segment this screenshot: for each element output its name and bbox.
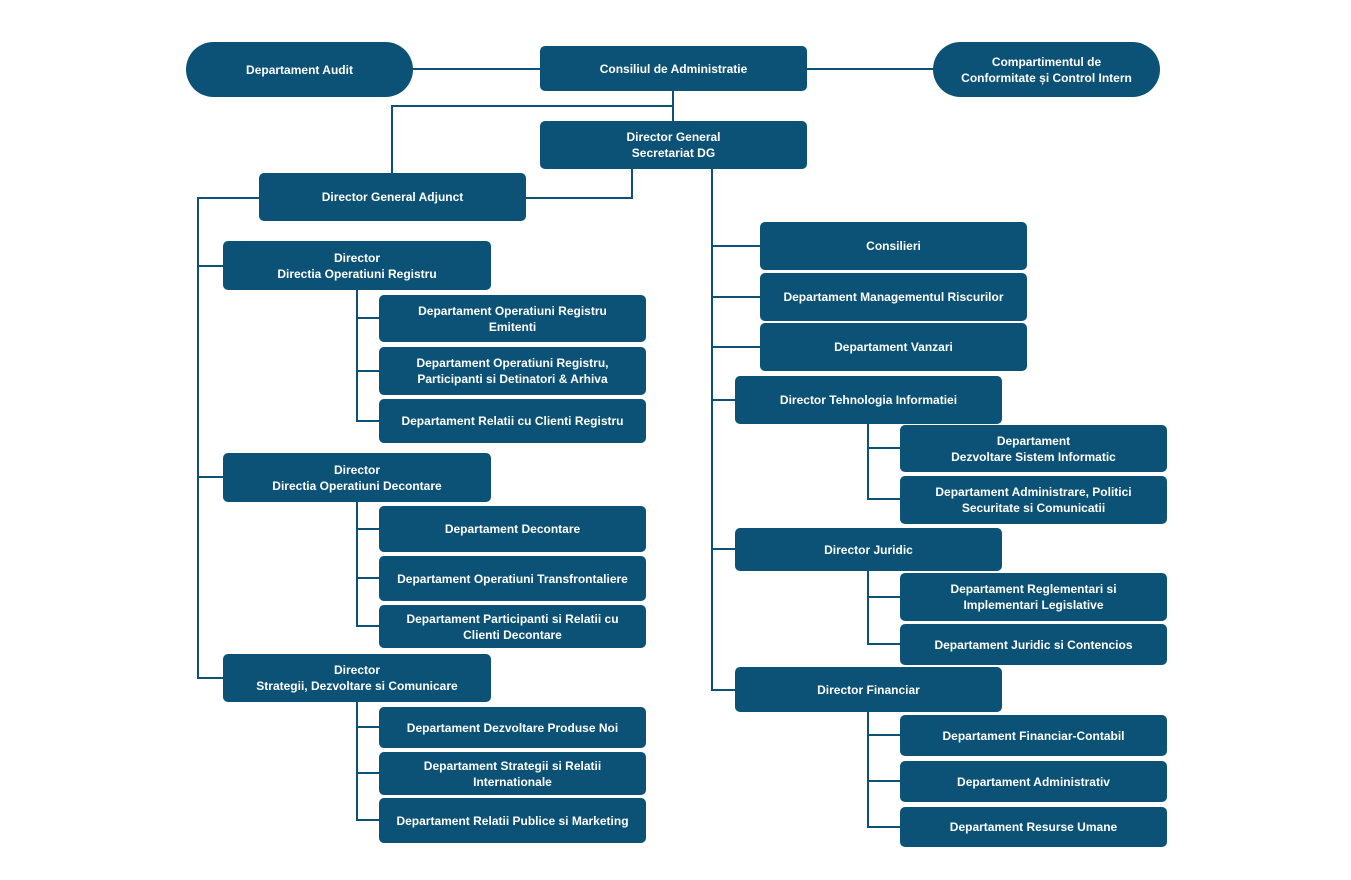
node-dep-operatiuni-registru-participanti: Departament Operatiuni Registru, Partici…	[379, 347, 646, 395]
node-dep-participanti-relatii-decontare: Departament Participanti si Relatii cu C…	[379, 605, 646, 648]
node-dep-resurse-umane: Departament Resurse Umane	[900, 807, 1167, 847]
node-dep-reglementari-implementari: Departament Reglementari si Implementari…	[900, 573, 1167, 621]
node-dep-dezvoltare-sistem-informatic: Departament Dezvoltare Sistem Informatic	[900, 425, 1167, 472]
node-label: Departament Relatii cu Clienti Registru	[401, 414, 624, 428]
node-label: Departament Juridic si Contencios	[934, 637, 1133, 652]
node-dep-decontare: Departament Decontare	[379, 506, 646, 552]
node-label: Departament Audit	[246, 62, 353, 77]
connector-df-children	[867, 712, 901, 828]
node-director-general: Director General Secretariat DG	[540, 121, 807, 169]
connector-dod-children	[356, 501, 380, 627]
node-label: Departament Operatiuni Registru Emitenti	[418, 303, 607, 334]
node-label: Departament Operatiuni Transfrontaliere	[397, 571, 628, 586]
node-consilieri: Consilieri	[760, 222, 1027, 270]
node-label: Director Directia Operatiuni Decontare	[272, 462, 442, 493]
node-director-financiar: Director Financiar	[735, 667, 1002, 712]
node-label: Director Financiar	[817, 682, 920, 697]
node-label: Director Juridic	[824, 542, 913, 557]
node-label: Departament Participanti si Relatii cu C…	[406, 611, 619, 642]
node-label: Departament Strategii si Relatii Interna…	[423, 758, 602, 789]
node-departament-audit: Departament Audit	[186, 42, 413, 97]
node-dep-administrare-politici-securitate: Departament Administrare, Politici Secur…	[900, 476, 1167, 524]
node-label: Consiliul de Administratie	[599, 61, 748, 76]
node-director-general-adjunct: Director General Adjunct	[259, 173, 526, 221]
node-label: Departament Vanzari	[834, 340, 953, 354]
node-director-juridic: Director Juridic	[735, 528, 1002, 571]
node-label: Director Tehnologia Informatiei	[779, 393, 958, 407]
connector-dga-spine	[197, 197, 260, 679]
node-dep-financiar-contabil: Departament Financiar-Contabil	[900, 715, 1167, 756]
node-compartiment-conformitate: Compartimentul de Conformitate și Contro…	[933, 42, 1160, 97]
node-dep-vanzari: Departament Vanzari	[760, 323, 1027, 371]
node-label: Director Directia Operatiuni Registru	[277, 250, 437, 281]
node-dep-relatii-clienti-registru: Departament Relatii cu Clienti Registru	[379, 399, 646, 443]
node-director-tehnologia-informatiei: Director Tehnologia Informatiei	[735, 376, 1002, 424]
node-label: Departament Relatii Publice si Marketing	[396, 813, 629, 828]
node-label: Departament Dezvoltare Produse Noi	[406, 720, 619, 735]
node-dep-juridic-contencios: Departament Juridic si Contencios	[900, 624, 1167, 665]
node-dep-dezvoltare-produse: Departament Dezvoltare Produse Noi	[379, 707, 646, 748]
node-label: Departament Financiar-Contabil	[942, 728, 1125, 743]
node-label: Departament Administrare, Politici Secur…	[935, 485, 1132, 515]
connector-dg-right-spine	[711, 168, 736, 691]
node-label: Director Strategii, Dezvoltare si Comuni…	[256, 663, 458, 693]
node-dep-administrativ: Departament Administrativ	[900, 761, 1167, 802]
node-label: Departament Administrativ	[957, 774, 1110, 789]
node-dep-strategii-relatii-internationale: Departament Strategii si Relatii Interna…	[379, 752, 646, 795]
node-label: Departament Managementul Riscurilor	[783, 290, 1004, 304]
node-label: Consilieri	[866, 239, 921, 253]
node-dep-managementul-riscurilor: Departament Managementul Riscurilor	[760, 273, 1027, 321]
node-label: Departament Dezvoltare Sistem Informatic	[951, 433, 1116, 464]
node-label: Departament Reglementari si Implementari…	[950, 582, 1117, 612]
connector-dor-children	[356, 290, 380, 422]
node-director-operatiuni-decontare: Director Directia Operatiuni Decontare	[223, 453, 491, 502]
node-label: Departament Resurse Umane	[949, 820, 1118, 834]
connector-dti-children	[867, 423, 901, 500]
node-director-strategii-dezvoltare: Director Strategii, Dezvoltare si Comuni…	[223, 654, 491, 702]
connector-dj-children	[867, 571, 901, 645]
node-label: Director General Secretariat DG	[626, 130, 721, 160]
node-consiliul-administratie: Consiliul de Administratie	[540, 46, 807, 91]
node-director-operatiuni-registru: Director Directia Operatiuni Registru	[223, 241, 491, 290]
node-label: Departament Operatiuni Registru, Partici…	[416, 356, 609, 386]
connector-dsdc-children	[356, 701, 380, 821]
node-label: Director General Adjunct	[321, 190, 464, 204]
connector-board-dga	[391, 105, 673, 174]
node-label: Departament Decontare	[444, 522, 581, 536]
node-dep-operatiuni-registru-emitenti: Departament Operatiuni Registru Emitenti	[379, 295, 646, 342]
node-dep-operatiuni-transfrontaliere: Departament Operatiuni Transfrontaliere	[379, 556, 646, 601]
connector-dg-dga	[526, 168, 633, 199]
node-label: Compartimentul de Conformitate și Contro…	[961, 54, 1132, 85]
node-dep-relatii-publice-marketing: Departament Relatii Publice si Marketing	[379, 798, 646, 843]
